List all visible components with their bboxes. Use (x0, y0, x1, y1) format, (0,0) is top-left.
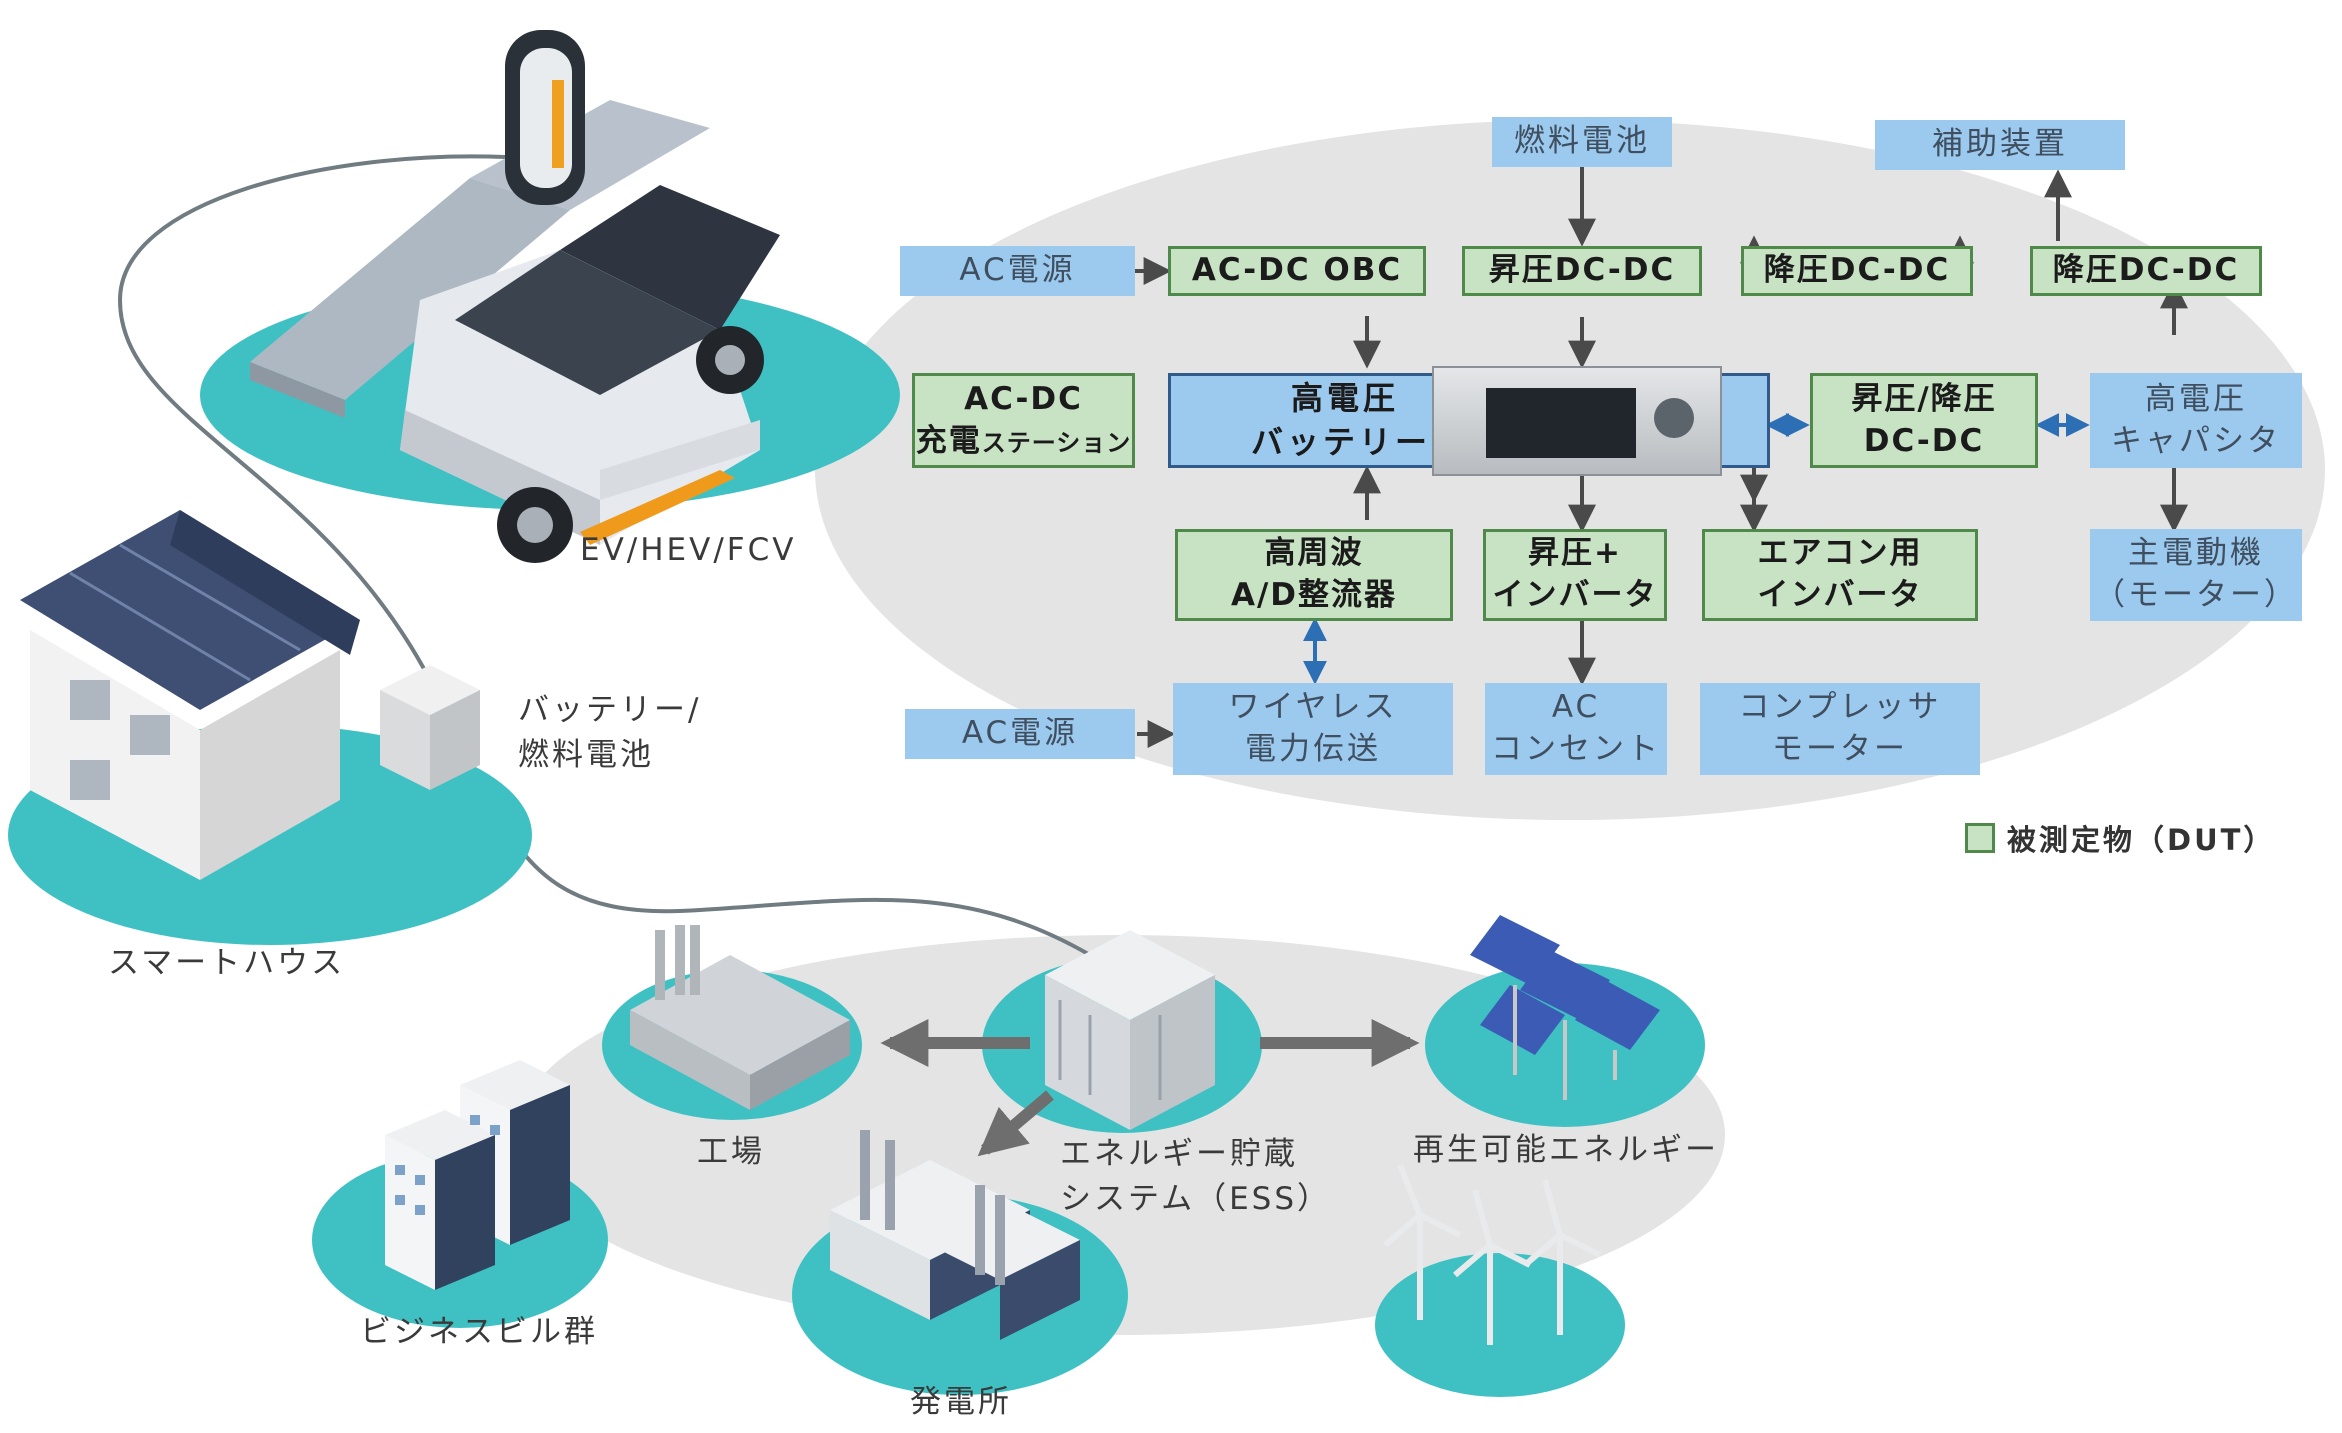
office-building-icon (385, 1060, 570, 1290)
boost-inverter-box: 昇圧+ インバータ (1483, 529, 1667, 621)
solar-panel-icon (1470, 915, 1660, 1100)
hv-capacitor-box: 高電圧 キャパシタ (2090, 373, 2302, 468)
house-icon (20, 510, 360, 880)
ev-car-icon (400, 185, 780, 563)
power-plant-icon (830, 1130, 1080, 1340)
instrument-display (1486, 388, 1636, 458)
factory-icon (630, 925, 850, 1110)
compressor-motor-box: コンプレッサ モーター (1700, 683, 1980, 775)
buck-dcdc-1-box: 降圧DC-DC (1741, 246, 1973, 296)
station-line-2: 充電ステーション (915, 422, 1132, 459)
charger-cable (117, 154, 506, 681)
renewable-label: 再生可能エネルギー (1413, 1132, 1719, 1168)
ac-inverter-box: エアコン用 インバータ (1702, 529, 1978, 621)
instrument-knob (1654, 398, 1694, 438)
hf-rectifier-box: 高周波 A/D整流器 (1175, 529, 1453, 621)
bidirectional-arrows (1303, 413, 2090, 685)
battery-cabinet-icon (380, 665, 480, 790)
charging-station-icon (250, 30, 710, 418)
wireless-power-box: ワイヤレス 電力伝送 (1173, 683, 1453, 775)
ac-dc-station-box: AC-DC 充電ステーション (912, 373, 1135, 468)
boost-buck-dcdc-box: 昇圧/降圧 DC-DC (1810, 373, 2038, 468)
fuel-cell-box: 燃料電池 (1492, 117, 1672, 167)
ac-outlet-box: AC コンセント (1485, 683, 1667, 775)
main-motor-box: 主電動機 （モーター） (2090, 529, 2302, 621)
vehicle-label: EV/HEV/FCV (580, 532, 797, 568)
block-arrows (1135, 167, 2188, 748)
smart-house-label: スマートハウス (108, 945, 346, 981)
power-plant-label: 発電所 (910, 1384, 1012, 1420)
legend-label: 被測定物（DUT） (2007, 823, 2276, 857)
ac-source-top-box: AC電源 (900, 246, 1135, 296)
legend: 被測定物（DUT） (1965, 817, 2275, 859)
buildings-label: ビジネスビル群 (360, 1314, 598, 1350)
ac-dc-obc-box: AC-DC OBC (1168, 246, 1426, 296)
ess-label: エネルギー貯蔵 システム（ESS） (1060, 1136, 1332, 1217)
grid-cable (468, 759, 1091, 957)
legend-swatch (1965, 823, 1995, 853)
wind-pad (1375, 1253, 1625, 1397)
buck-dcdc-2-box: 降圧DC-DC (2030, 246, 2262, 296)
power-supply-instrument-icon (1432, 366, 1722, 476)
grid-arrows (880, 1019, 1420, 1157)
storage-label: バッテリー/ 燃料電池 (518, 692, 702, 773)
ac-source-bottom-box: AC電源 (905, 709, 1135, 759)
factory-label: 工場 (697, 1134, 765, 1170)
boost-dcdc-top-box: 昇圧DC-DC (1462, 246, 1702, 296)
wind-turbine-icon (1383, 1163, 1602, 1345)
aux-device-box: 補助装置 (1875, 120, 2125, 170)
ess-rack-icon (1045, 930, 1215, 1130)
